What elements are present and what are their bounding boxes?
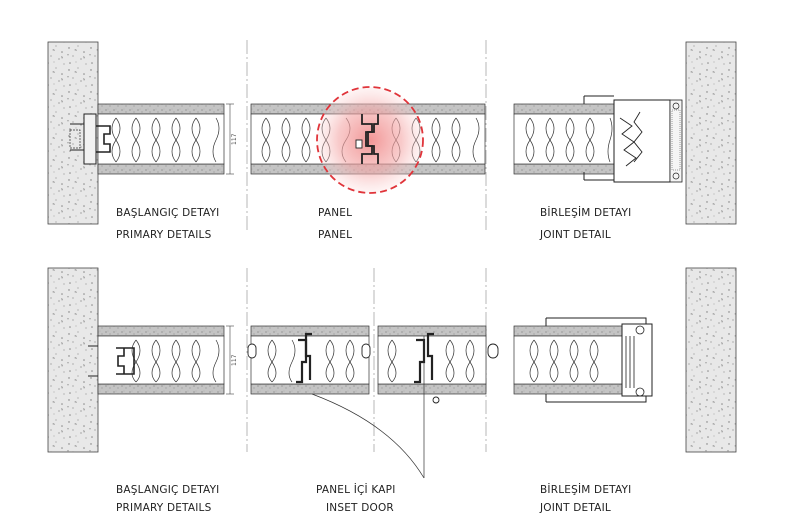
- panel-primary-top: [69, 103, 234, 175]
- label-panel-top-en: PANEL: [318, 229, 352, 241]
- door-panel-right: [377, 325, 499, 404]
- axis-lines: [246, 40, 487, 452]
- label-joint-top-en: JOINT DETAIL: [539, 229, 611, 241]
- label-joint-bottom-tr: BİRLEŞİM DETAYI: [540, 483, 631, 496]
- concrete-wall-top-right: [685, 41, 737, 225]
- tongue-groove-joint: [355, 114, 379, 164]
- label-primary-bottom-en: PRIMARY DETAILS: [116, 502, 212, 514]
- label-door-bottom-tr: PANEL İÇİ KAPI: [316, 483, 396, 496]
- panel-joint-top: [513, 95, 683, 183]
- label-joint-bottom-en: JOINT DETAIL: [539, 502, 611, 514]
- door-panel-left: [247, 325, 371, 395]
- label-joint-top-tr: BİRLEŞİM DETAYI: [540, 206, 631, 219]
- label-primary-bottom-tr: BAŞLANGIÇ DETAYI: [116, 484, 219, 496]
- concrete-wall-bottom-left: [47, 267, 99, 453]
- label-primary-top-tr: BAŞLANGIÇ DETAYI: [116, 207, 219, 219]
- label-door-bottom-en: INSET DOOR: [326, 502, 394, 514]
- highlight-circle: [316, 86, 424, 194]
- dimension-bottom: 117: [231, 354, 238, 366]
- label-panel-top-tr: PANEL: [318, 207, 352, 219]
- panel-primary-bottom: [88, 325, 234, 395]
- dimension-top: 117: [231, 133, 238, 145]
- door-swing-arc: [311, 336, 425, 479]
- concrete-wall-bottom-right: [685, 267, 737, 453]
- label-primary-top-en: PRIMARY DETAILS: [116, 229, 212, 241]
- panel-joint-bottom: [513, 317, 653, 403]
